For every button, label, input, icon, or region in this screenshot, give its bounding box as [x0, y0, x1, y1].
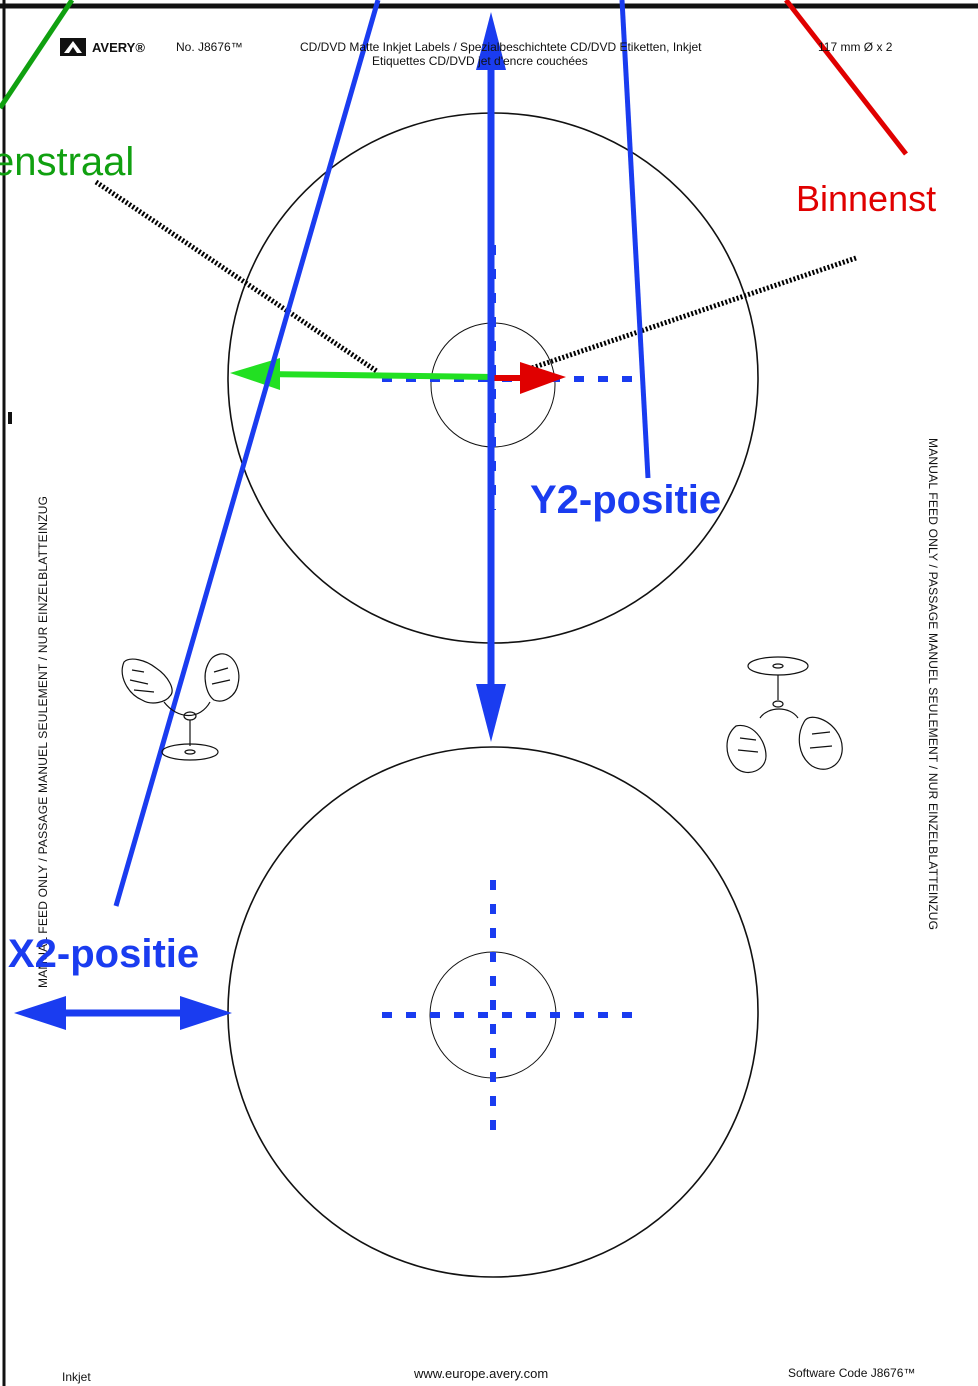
product-title-line2: Etiquettes CD/DVD jet d'encre couchées — [372, 54, 588, 68]
brand-logo: AVERY® — [60, 38, 145, 56]
inner-radius-label: Binnenst — [796, 178, 937, 219]
outer-radius-leader — [94, 179, 380, 375]
right-side-instruction: MANUAL FEED ONLY / PASSAGE MANUEL SEULEM… — [926, 438, 940, 931]
x2-pointer — [113, 0, 381, 907]
page-left-mark — [8, 412, 12, 424]
right-hands-illustration — [726, 656, 843, 773]
bottom-label-inner-circle — [429, 951, 557, 1079]
x2-position-label: X2-positie — [8, 932, 200, 976]
product-number: No. J8676™ — [176, 40, 243, 54]
avery-logo-icon — [60, 38, 86, 56]
x2-arrowhead-right — [180, 996, 232, 1030]
y2-arrowhead-bottom — [476, 684, 506, 742]
outer-radius-arrow-shaft — [261, 371, 495, 380]
y2-arrowhead-top — [476, 12, 506, 70]
y2-position-label: Y2-positie — [530, 478, 722, 522]
footer-software-code: Software Code J8676™ — [788, 1366, 916, 1380]
outer-radius-pointer — [0, 0, 75, 110]
left-hands-illustration — [121, 653, 240, 761]
outer-radius-label: enstraal — [0, 140, 135, 184]
footer-website-link[interactable]: www.europe.avery.com — [414, 1366, 549, 1381]
left-side-instruction: MANUAL FEED ONLY / PASSAGE MANUEL SEULEM… — [36, 495, 50, 988]
brand-name: AVERY® — [92, 39, 145, 55]
product-title-line1: CD/DVD Matte Inkjet Labels / Spezialbesc… — [300, 40, 702, 54]
inner-radius-pointer — [784, 0, 908, 156]
label-size: 117 mm Ø x 2 — [818, 40, 893, 54]
x2-arrowhead-left — [14, 996, 66, 1030]
y2-pointer — [619, 0, 651, 479]
inner-radius-leader — [519, 255, 857, 375]
inner-radius-arrowhead — [520, 362, 566, 394]
bottom-label-outer-circle — [227, 746, 759, 1278]
footer-inkjet: Inkjet — [62, 1370, 91, 1384]
